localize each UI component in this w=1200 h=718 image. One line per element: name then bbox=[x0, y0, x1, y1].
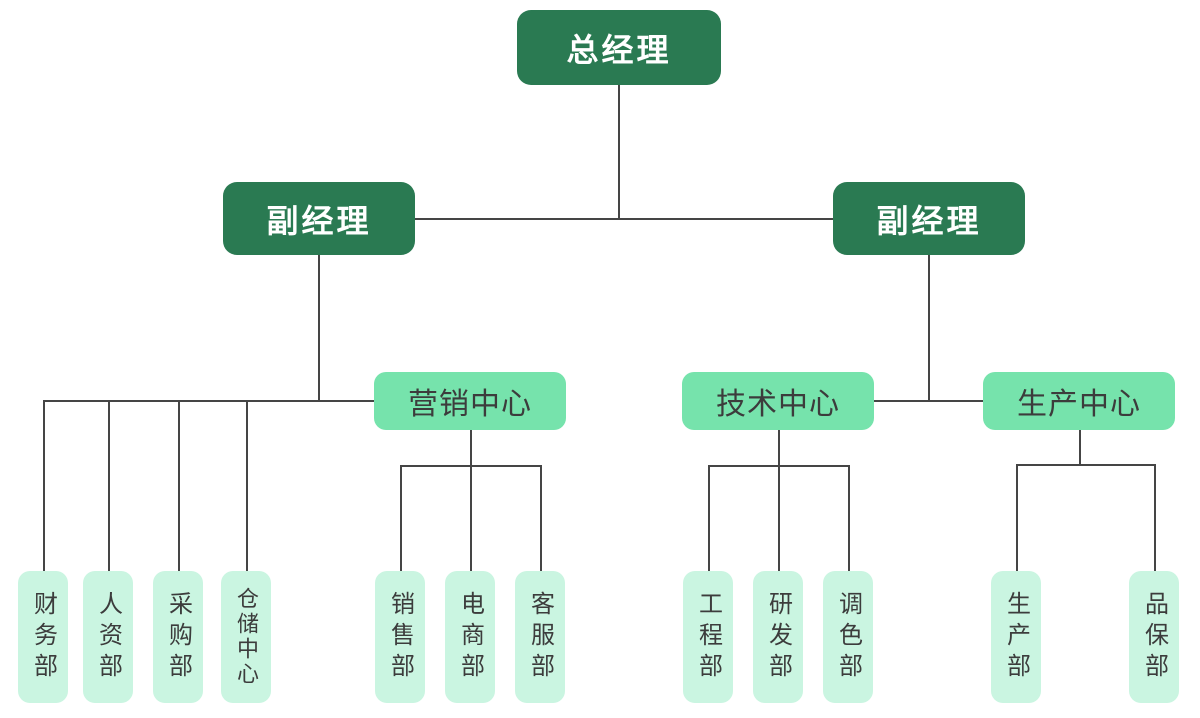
connector-line bbox=[618, 85, 620, 218]
connector-line bbox=[874, 400, 983, 402]
connector-line bbox=[1079, 430, 1081, 464]
node-label: 仓储中心 bbox=[234, 587, 259, 687]
connector-line bbox=[778, 430, 780, 465]
connector-line bbox=[43, 400, 45, 571]
connector-line bbox=[246, 400, 248, 571]
node-dept-production[interactable]: 生产部 bbox=[991, 571, 1041, 703]
node-technology-center[interactable]: 技术中心 bbox=[682, 372, 874, 430]
connector-line bbox=[1016, 464, 1154, 466]
node-marketing-center[interactable]: 营销中心 bbox=[374, 372, 566, 430]
node-label: 财务部 bbox=[29, 590, 57, 684]
node-production-center[interactable]: 生产中心 bbox=[983, 372, 1175, 430]
connector-line bbox=[848, 465, 850, 571]
node-label: 客服部 bbox=[526, 590, 554, 684]
node-dept-hr[interactable]: 人资部 bbox=[83, 571, 133, 703]
connector-line bbox=[318, 255, 320, 400]
node-label: 副经理 bbox=[876, 202, 982, 239]
node-dept-sales[interactable]: 销售部 bbox=[375, 571, 425, 703]
connector-line bbox=[708, 465, 710, 571]
node-dept-warehouse[interactable]: 仓储中心 bbox=[221, 571, 271, 703]
node-label: 营销中心 bbox=[408, 388, 532, 421]
node-label: 副经理 bbox=[266, 202, 372, 239]
node-label: 研发部 bbox=[764, 590, 792, 684]
node-dept-customer-service[interactable]: 客服部 bbox=[515, 571, 565, 703]
connector-line bbox=[470, 465, 472, 571]
connector-line bbox=[415, 218, 833, 220]
connector-line bbox=[43, 400, 374, 402]
node-dept-purchasing[interactable]: 采购部 bbox=[153, 571, 203, 703]
node-dept-color-matching[interactable]: 调色部 bbox=[823, 571, 873, 703]
connector-line bbox=[778, 465, 780, 571]
connector-line bbox=[108, 400, 110, 571]
node-label: 调色部 bbox=[834, 590, 862, 684]
node-deputy-manager-right[interactable]: 副经理 bbox=[833, 182, 1025, 255]
node-label: 电商部 bbox=[456, 590, 484, 684]
node-label: 人资部 bbox=[94, 590, 122, 684]
node-label: 总经理 bbox=[566, 31, 672, 68]
connector-line bbox=[540, 465, 542, 571]
node-label: 生产部 bbox=[1002, 590, 1030, 684]
node-dept-finance[interactable]: 财务部 bbox=[18, 571, 68, 703]
node-label: 技术中心 bbox=[716, 388, 840, 421]
node-deputy-manager-left[interactable]: 副经理 bbox=[223, 182, 415, 255]
node-general-manager[interactable]: 总经理 bbox=[517, 10, 721, 85]
connector-line bbox=[1016, 464, 1018, 571]
connector-line bbox=[1154, 464, 1156, 571]
node-dept-quality-assurance[interactable]: 品保部 bbox=[1129, 571, 1179, 703]
connector-line bbox=[928, 255, 930, 400]
node-label: 生产中心 bbox=[1017, 388, 1141, 421]
node-dept-ecommerce[interactable]: 电商部 bbox=[445, 571, 495, 703]
connector-line bbox=[400, 465, 402, 571]
node-label: 采购部 bbox=[164, 590, 192, 684]
connector-line bbox=[178, 400, 180, 571]
node-dept-engineering[interactable]: 工程部 bbox=[683, 571, 733, 703]
node-label: 销售部 bbox=[386, 590, 414, 684]
node-dept-rnd[interactable]: 研发部 bbox=[753, 571, 803, 703]
node-label: 品保部 bbox=[1140, 590, 1168, 684]
connector-line bbox=[470, 430, 472, 465]
node-label: 工程部 bbox=[694, 590, 722, 684]
